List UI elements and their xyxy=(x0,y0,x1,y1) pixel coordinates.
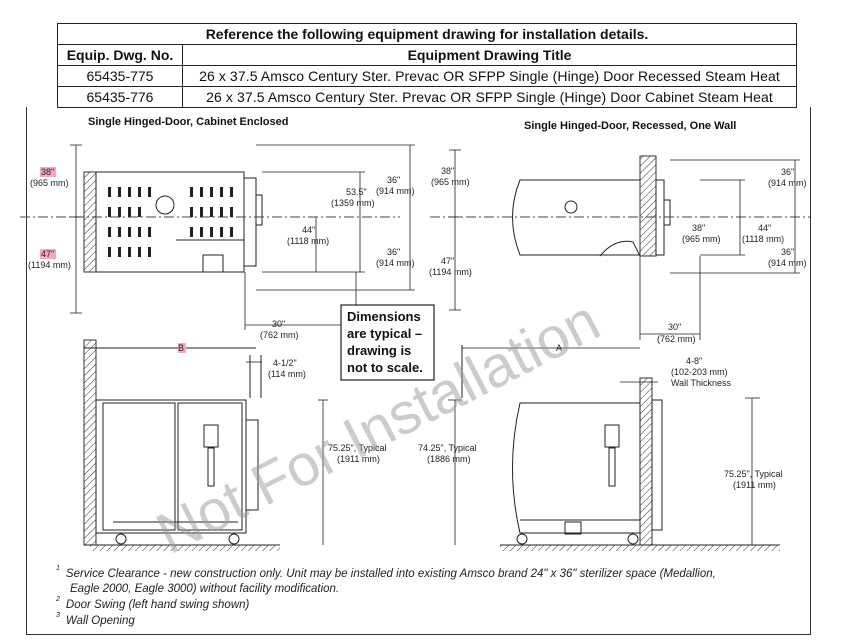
dim-38-right: 38" xyxy=(441,166,454,176)
dim-b: B xyxy=(178,343,184,353)
dim-762mm-right: (762 mm) xyxy=(657,334,696,344)
dim-a: A xyxy=(556,343,562,353)
dim-1911mm-left: (1911 mm) xyxy=(337,454,380,464)
drawing-number: 65435-776 xyxy=(57,86,183,108)
dim-74-25: 74.25", Typical xyxy=(418,443,477,453)
footnote-text: Wall Opening xyxy=(65,614,135,627)
highlight-mark xyxy=(40,249,56,259)
drawing-title: 26 x 37.5 Amsco Century Ster. Prevac OR … xyxy=(182,86,797,108)
table-row: 65435-776 26 x 37.5 Amsco Century Ster. … xyxy=(57,86,797,108)
callout-line: drawing is xyxy=(347,343,411,358)
dim-965mm-left: (965 mm) xyxy=(30,178,69,188)
dim-1359mm: (1359 mm) xyxy=(331,198,375,208)
dim-44-right: 44" xyxy=(758,223,771,233)
left-elevation-view xyxy=(83,339,280,551)
dim-914mm-bottom-right: (914 mm) xyxy=(768,258,807,268)
footnote-mark: 3 xyxy=(56,612,60,619)
dim-36-bottom-right: 36" xyxy=(781,247,794,257)
dim-75-25-right: 75.25", Typical xyxy=(724,469,783,479)
dim-38-wall: 38" xyxy=(692,223,705,233)
dim-1886mm: (1886 mm) xyxy=(427,454,471,464)
dim-38-left: 38" xyxy=(41,167,54,177)
right-section-title: Single Hinged-Door, Recessed, One Wall xyxy=(524,120,736,132)
dim-965mm-wall: (965 mm) xyxy=(682,234,721,244)
dim-4-8: 4-8" xyxy=(686,356,702,366)
callout-line: not to scale. xyxy=(347,360,423,375)
dim-914mm-top-right: (914 mm) xyxy=(768,178,807,188)
dim-36-bottom-left: 36" xyxy=(387,247,400,257)
highlight-mark xyxy=(40,167,56,177)
table-row: 65435-775 26 x 37.5 Amsco Century Ster. … xyxy=(57,65,797,87)
dim-1911mm-right: (1911 mm) xyxy=(733,480,776,490)
left-section-title: Single Hinged-Door, Cabinet Enclosed xyxy=(88,116,288,128)
dim-75-25-left: 75.25", Typical xyxy=(328,443,387,453)
dim-53-5: 53.5" xyxy=(346,187,367,197)
footnote: 3 Wall Opening xyxy=(56,612,135,627)
footnote-text: Service Clearance - new construction onl… xyxy=(65,567,716,580)
left-elevation-dimension-lines xyxy=(96,347,328,545)
scale-callout: Dimensions are typical – drawing is not … xyxy=(340,304,435,381)
dim-wall-thickness: Wall Thickness xyxy=(671,378,732,388)
dim-1118mm-right: (1118 mm) xyxy=(742,234,784,244)
dim-914mm-bottom-left: (914 mm) xyxy=(376,258,415,268)
dim-47-left: 47" xyxy=(41,249,54,259)
dim-914mm-top-left: (914 mm) xyxy=(376,186,415,196)
right-elevation-view xyxy=(461,345,780,551)
footnote-text: Eagle 2000, Eagle 3000) without facility… xyxy=(70,583,340,595)
right-elevation-dimension-lines xyxy=(448,347,760,545)
reference-table: Reference the following equipment drawin… xyxy=(57,23,797,108)
dim-965mm-right: (965 mm) xyxy=(431,177,470,187)
callout-line: are typical – xyxy=(347,326,422,341)
footnote: Eagle 2000, Eagle 3000) without facility… xyxy=(70,583,339,595)
drawing-frame xyxy=(26,107,811,635)
callout-line: Dimensions xyxy=(347,309,421,324)
dim-1118mm-left: (1118 mm) xyxy=(287,236,329,246)
right-plan-dimension-lines xyxy=(449,149,800,340)
highlight-mark xyxy=(178,343,186,353)
footnote-mark: 1 xyxy=(56,565,60,572)
dim-30-right: 30" xyxy=(668,322,681,332)
dim-102-203mm: (102-203 mm) xyxy=(671,367,728,377)
footnote-mark: 2 xyxy=(56,596,60,603)
dim-36-top-left: 36" xyxy=(387,175,400,185)
drawing-title: 26 x 37.5 Amsco Century Ster. Prevac OR … xyxy=(182,65,797,87)
dim-4-1-2: 4-1/2" xyxy=(273,358,297,368)
dim-44-left: 44" xyxy=(302,225,315,235)
footnote-text: Door Swing (left hand swing shown) xyxy=(65,598,250,611)
footnote: 1 Service Clearance - new construction on… xyxy=(56,565,716,580)
dim-1194mm-right: (1194 mm) xyxy=(429,267,472,277)
dim-762mm-left: (762 mm) xyxy=(260,330,299,340)
dim-30-left: 30" xyxy=(272,319,285,329)
footnote: 2 Door Swing (left hand swing shown) xyxy=(56,596,250,611)
dim-36-top-right: 36" xyxy=(781,167,794,177)
left-plan-vents xyxy=(108,187,233,257)
dim-47-right: 47" xyxy=(441,256,454,266)
dim-114mm: (114 mm) xyxy=(268,369,306,379)
left-plan-dimension-lines xyxy=(70,144,415,330)
dim-1194mm-left: (1194 mm) xyxy=(28,260,71,270)
right-plan-view xyxy=(430,155,810,257)
